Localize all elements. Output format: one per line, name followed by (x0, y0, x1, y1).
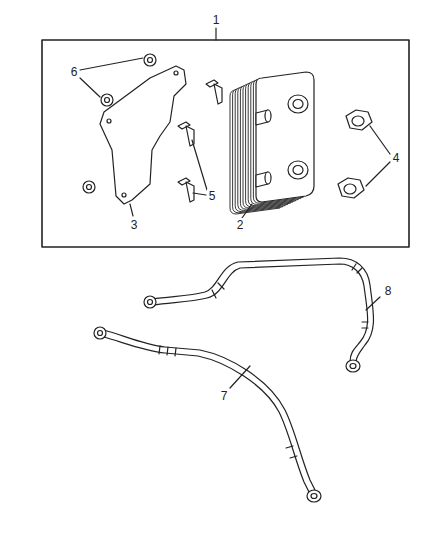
callout-number: 6 (69, 65, 80, 79)
bracket-hole (174, 71, 178, 75)
cooler-port (256, 95, 308, 187)
leader-line (193, 193, 206, 195)
leader-line (80, 78, 100, 97)
callout-number: 2 (235, 218, 246, 232)
leader-line (192, 140, 207, 190)
callout-number: 8 (383, 284, 394, 298)
callout-number: 1 (211, 13, 222, 27)
callout-number: 4 (391, 151, 402, 165)
oil-cooler-hose (144, 258, 374, 372)
leader-line (80, 58, 143, 70)
bolt (178, 80, 222, 202)
cooler-plate (256, 72, 314, 202)
bracket-hole (107, 119, 111, 123)
oil-cooler-hose (94, 327, 321, 502)
leader-line (242, 204, 252, 218)
leader-line (370, 126, 390, 154)
kit-frame (42, 40, 409, 247)
callout-number: 3 (129, 218, 140, 232)
leader-line (130, 204, 133, 216)
flange-nut (83, 54, 156, 193)
leader-line (215, 28, 216, 40)
leader-line (366, 297, 380, 310)
bracket-plate (100, 66, 186, 204)
leader-line (366, 162, 390, 186)
callout-number: 7 (219, 389, 230, 403)
bracket-hole (122, 193, 126, 197)
callout-number: 5 (207, 189, 218, 203)
leader-line (230, 366, 250, 388)
